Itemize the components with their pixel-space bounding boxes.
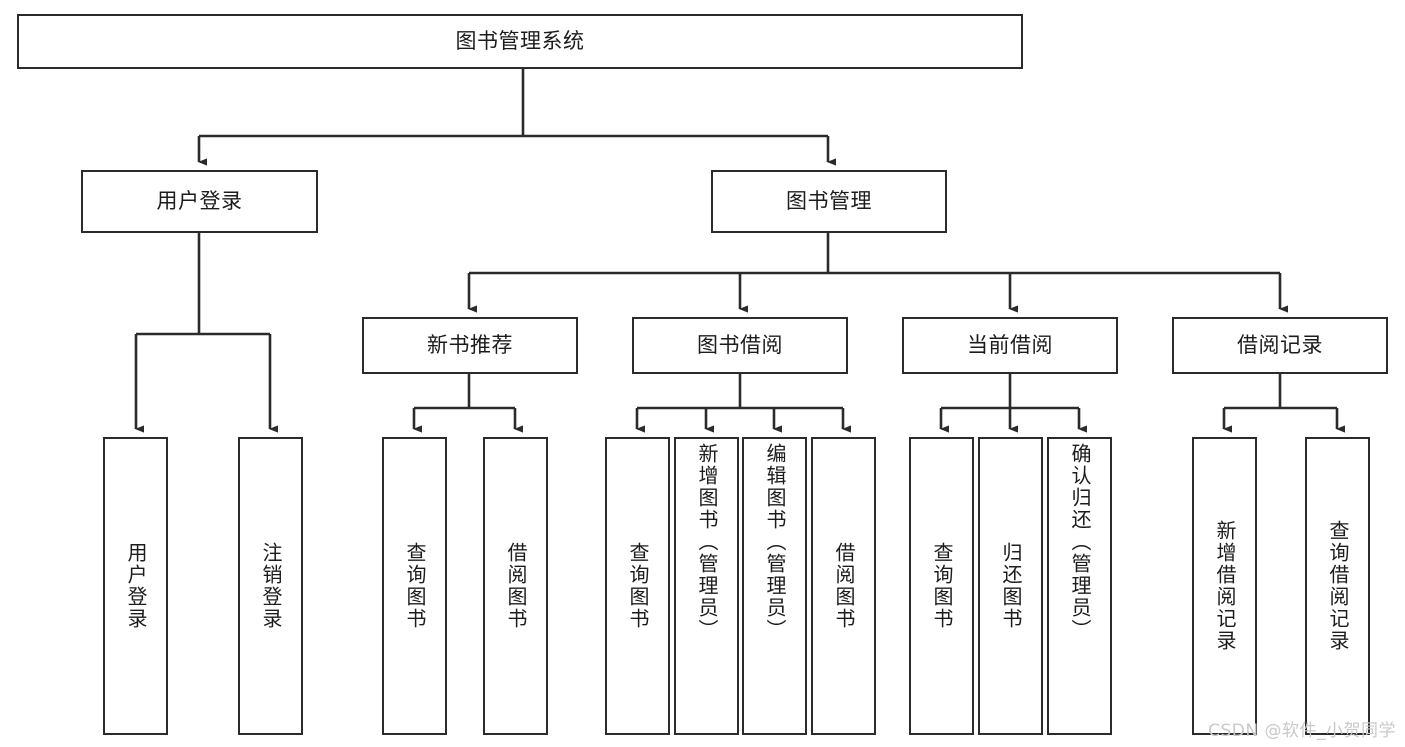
node-leaf-add-borrow-record[interactable]: 新增借阅记录 [1192, 437, 1257, 735]
node-leaf-edit-book-label: 编辑图书（管理员） [763, 443, 787, 641]
node-leaf-query-book-3[interactable]: 查询图书 [909, 437, 974, 735]
node-leaf-return-book-label: 归还图书 [999, 542, 1023, 630]
node-leaf-borrow-book-2-label: 借阅图书 [832, 542, 856, 630]
node-leaf-edit-book[interactable]: 编辑图书（管理员） [742, 437, 807, 735]
node-leaf-query-book-3-label: 查询图书 [930, 542, 954, 630]
node-leaf-query-borrow-record-label: 查询借阅记录 [1326, 520, 1350, 652]
node-current-borrow[interactable]: 当前借阅 [902, 317, 1118, 374]
node-leaf-borrow-book-2[interactable]: 借阅图书 [811, 437, 876, 735]
node-user-login[interactable]: 用户登录 [81, 170, 318, 233]
node-leaf-query-book-1-label: 查询图书 [403, 542, 427, 630]
node-leaf-add-book-label: 新增图书（管理员） [695, 443, 719, 641]
node-book-borrow-label: 图书借阅 [697, 333, 783, 358]
node-leaf-user-login[interactable]: 用户登录 [103, 437, 168, 735]
node-leaf-query-book-1[interactable]: 查询图书 [382, 437, 447, 735]
node-leaf-add-book[interactable]: 新增图书（管理员） [674, 437, 739, 735]
node-leaf-logout-login-label: 注销登录 [259, 542, 283, 630]
node-leaf-borrow-book-1[interactable]: 借阅图书 [483, 437, 548, 735]
node-leaf-query-book-2-label: 查询图书 [626, 542, 650, 630]
node-user-login-label: 用户登录 [156, 189, 243, 214]
node-leaf-query-book-2[interactable]: 查询图书 [605, 437, 670, 735]
node-leaf-add-borrow-record-label: 新增借阅记录 [1213, 520, 1237, 652]
node-borrow-record[interactable]: 借阅记录 [1172, 317, 1388, 374]
node-leaf-confirm-return-label: 确认归还（管理员） [1068, 443, 1092, 641]
watermark-text: CSDN @软件_小贺同学 [1208, 721, 1396, 741]
node-book-management[interactable]: 图书管理 [711, 170, 947, 233]
node-leaf-borrow-book-1-label: 借阅图书 [504, 542, 528, 630]
node-book-borrow[interactable]: 图书借阅 [632, 317, 848, 374]
node-borrow-record-label: 借阅记录 [1237, 333, 1323, 358]
node-new-book-recommend[interactable]: 新书推荐 [362, 317, 578, 374]
node-new-book-recommend-label: 新书推荐 [427, 333, 513, 358]
node-leaf-confirm-return[interactable]: 确认归还（管理员） [1047, 437, 1112, 735]
node-leaf-query-borrow-record[interactable]: 查询借阅记录 [1305, 437, 1370, 735]
node-leaf-logout-login[interactable]: 注销登录 [238, 437, 303, 735]
node-current-borrow-label: 当前借阅 [967, 333, 1053, 358]
node-leaf-user-login-label: 用户登录 [124, 542, 148, 630]
node-root[interactable]: 图书管理系统 [17, 14, 1023, 69]
node-book-management-label: 图书管理 [786, 189, 872, 214]
node-leaf-return-book[interactable]: 归还图书 [978, 437, 1043, 735]
node-root-label: 图书管理系统 [455, 29, 585, 54]
